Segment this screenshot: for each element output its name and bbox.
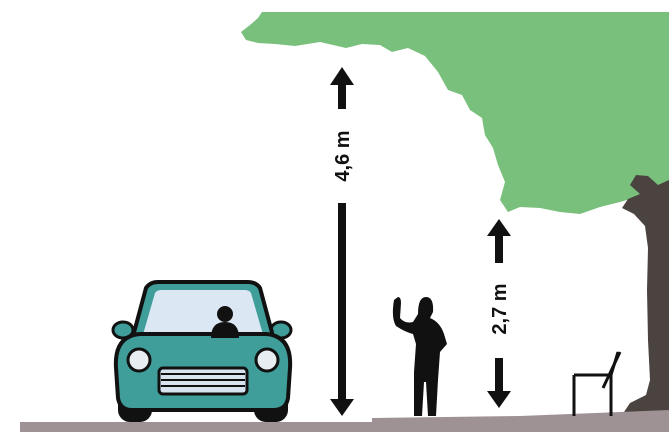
sidewalk-clearance-label: 2,7 m (489, 283, 511, 334)
sidewalk-surface (372, 410, 669, 432)
tree-canopy (241, 12, 669, 214)
sidewalk-clearance-dimension (487, 219, 511, 408)
road-clearance-label: 4,6 m (332, 130, 354, 181)
road-surface (20, 422, 380, 432)
car-icon (111, 280, 293, 422)
road-clearance-dimension (330, 67, 354, 416)
tree-trunk (622, 175, 669, 412)
bench-icon (572, 351, 622, 416)
driver-icon (211, 306, 239, 338)
pedestrian-icon (392, 297, 447, 416)
